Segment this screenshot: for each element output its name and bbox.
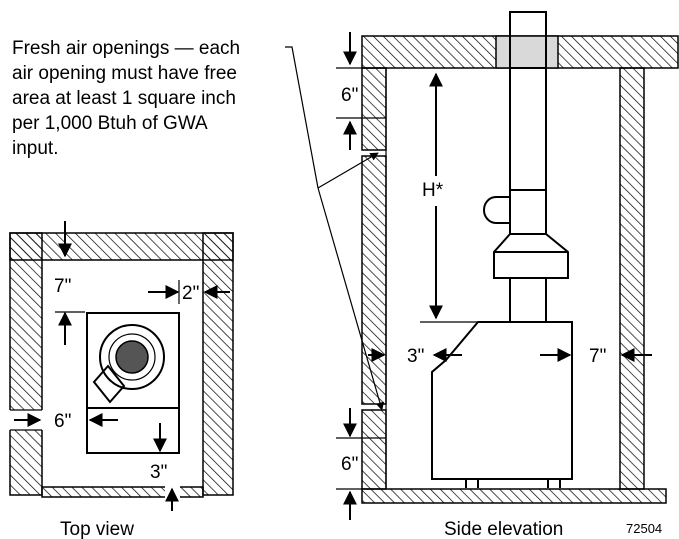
leader-main: [285, 46, 319, 189]
floor: [361, 488, 667, 504]
top-view-left-wall: [9, 232, 43, 496]
side-dim-height: H*: [422, 180, 444, 201]
callout-line-3: area at least 1 square inch: [12, 88, 236, 109]
side-elevation: 6" H* 3" 7" 6" Side elevation: [336, 11, 679, 539]
flue-pipe-icon: [115, 340, 149, 374]
top-view-back-wall: [9, 232, 234, 261]
side-dim-top-opening: 6": [341, 85, 358, 106]
left-wall-upper: [361, 67, 387, 151]
vent-side-fitting: [483, 196, 510, 224]
draft-hood-icon: [92, 364, 126, 404]
top-view-dim-front: 3": [150, 462, 167, 483]
callout-line-1: Fresh air openings — each: [12, 38, 240, 59]
draft-hood: [493, 233, 569, 279]
flue-collar: [495, 35, 559, 69]
top-view-right-wall: [202, 232, 234, 496]
fresh-air-callout: Fresh air openings — each air opening mu…: [12, 38, 240, 159]
flue-connector: [509, 277, 547, 323]
callout-line-5: input.: [12, 138, 58, 159]
callout-line-4: per 1,000 Btuh of GWA: [12, 113, 208, 134]
figure-number: 72504: [626, 521, 662, 536]
side-dim-left-clearance: 3": [407, 346, 424, 367]
top-view: 7" 2" 6" 3" Top view: [9, 221, 234, 539]
furnace-body: [431, 321, 573, 480]
right-wall: [619, 67, 645, 490]
left-wall-lower: [361, 409, 387, 490]
top-view-dim-right: 2": [182, 283, 199, 304]
top-view-dim-left: 6": [54, 411, 71, 432]
top-view-dim-back: 7": [54, 276, 71, 297]
top-view-caption: Top view: [60, 519, 134, 539]
side-elevation-caption: Side elevation: [444, 519, 563, 539]
flue-outer-ring: [99, 324, 165, 390]
side-dim-right-clearance: 7": [589, 346, 606, 367]
furnace-plan-outline: [86, 312, 180, 454]
left-wall-middle: [361, 155, 387, 405]
callout-line-2: air opening must have free: [12, 63, 237, 84]
top-view-front-wall: [41, 486, 204, 498]
side-dim-bottom-opening: 6": [341, 454, 358, 475]
